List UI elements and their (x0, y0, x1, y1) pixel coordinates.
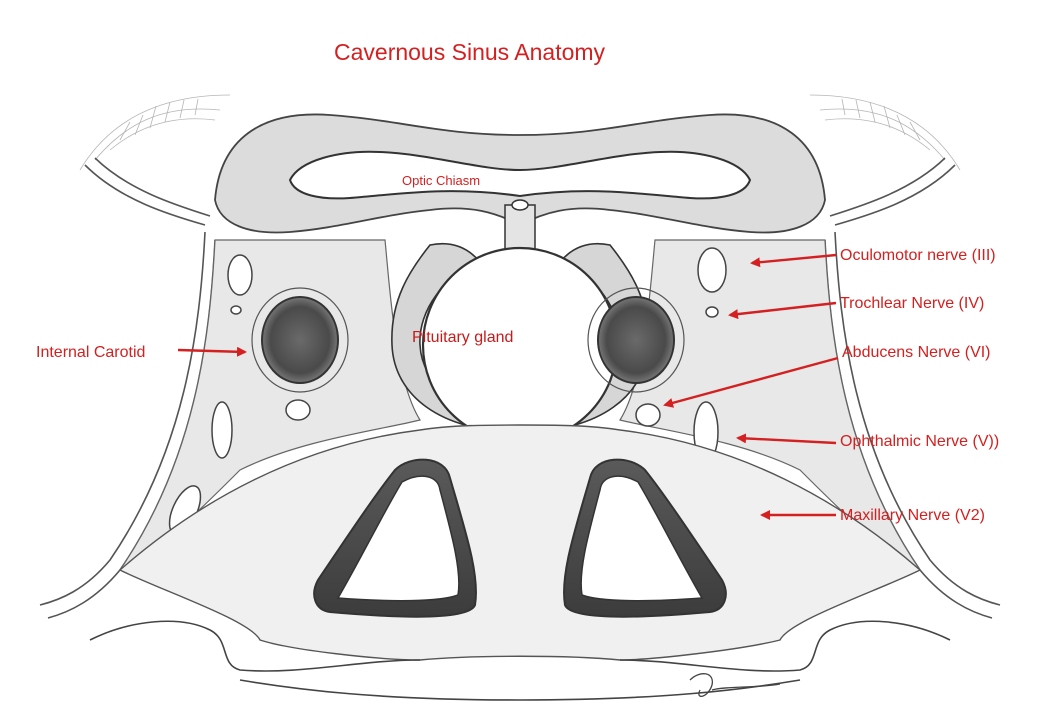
label-trochlear-nerve: Trochlear Nerve (IV) (840, 296, 984, 312)
label-oculomotor-nerve: Oculomotor nerve (III) (840, 248, 996, 264)
right-carotid (598, 297, 674, 383)
left-carotid (262, 297, 338, 383)
label-abducens-nerve: Abducens Nerve (VI) (842, 345, 991, 361)
label-ophthalmic-nerve: Ophthalmic Nerve (V)) (840, 434, 999, 450)
label-pituitary-gland: Pituitary gland (412, 330, 513, 346)
label-maxillary-nerve: Maxillary Nerve (V2) (840, 508, 985, 524)
label-optic-chiasm: Optic Chiasm (402, 174, 480, 187)
label-internal-carotid: Internal Carotid (36, 345, 145, 361)
diagram-title: Cavernous Sinus Anatomy (334, 41, 605, 64)
